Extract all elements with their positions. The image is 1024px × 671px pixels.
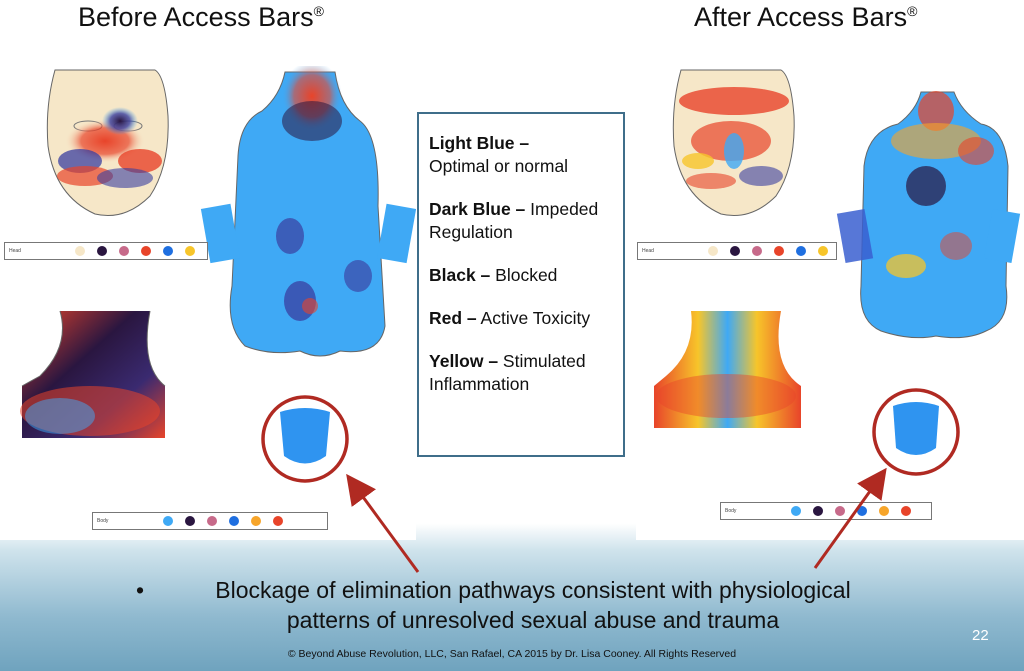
head-scale-after: Head [637,242,837,260]
caption: Blockage of elimination pathways consist… [168,575,898,635]
head-scale-before: Head [4,242,208,260]
legend-light-blue: Light Blue – Optimal or normal [429,132,613,178]
caption-line-2: patterns of unresolved sexual abuse and … [286,607,780,633]
before-panel [0,61,417,540]
body-scale-after: Body [720,502,932,520]
caption-line-1: Blockage of elimination pathways consist… [215,577,851,603]
scale-dot [818,246,828,256]
scale-dot [273,516,283,526]
scale-dot [901,506,911,516]
legend-red: Red – Active Toxicity [429,307,613,330]
scale-dot [163,246,173,256]
neck-diagram [654,311,801,428]
scale-dot [207,516,217,526]
legend-description: Optimal or normal [429,156,569,176]
head-scale-label: Head [642,248,654,254]
scale-dot [251,516,261,526]
title-before: Before Access Bars® [78,2,324,33]
legend-color-name: Yellow – [429,351,499,371]
registered-mark: ® [313,3,324,19]
scale-dot [163,516,173,526]
pelvis-diagram [261,395,349,483]
body-scale-label: Body [725,508,737,514]
scale-dot [229,516,239,526]
scale-dot [119,246,129,256]
body-scale-label: Body [97,518,109,524]
face-diagram [46,69,169,216]
page-number: 22 [972,627,989,644]
scale-dot [796,246,806,256]
head-scale-label: Head [9,248,21,254]
color-legend: Light Blue – Optimal or normal Dark Blue … [417,112,625,457]
scale-dot [879,506,889,516]
scale-dot [857,506,867,516]
title-before-text: Before Access Bars [78,2,314,32]
scale-dot [708,246,718,256]
legend-color-name: Red – [429,308,477,328]
title-after: After Access Bars® [694,2,917,33]
scale-dot [730,246,740,256]
before-figures [20,61,417,483]
legend-description: Blocked [490,265,558,285]
after-panel [636,66,1024,540]
body-scale-before: Body [92,512,328,530]
pelvis-diagram [872,388,960,476]
legend-description: Active Toxicity [476,308,591,328]
scale-dot [813,506,823,516]
copyright-footer: © Beyond Abuse Revolution, LLC, San Rafa… [287,648,737,660]
title-after-text: After Access Bars [694,2,908,32]
scale-dot [97,246,107,256]
legend-dark-blue: Dark Blue – Impeded Regulation [429,198,613,244]
scale-dot [141,246,151,256]
neck-diagram [20,310,166,438]
scale-dot [75,246,85,256]
body-diagram [836,91,1021,339]
registered-mark: ® [907,3,918,19]
scale-dot [185,246,195,256]
caption-bullet: • [136,577,145,603]
scale-dot [774,246,784,256]
after-figures [654,69,1021,476]
legend-color-name: Light Blue – [429,133,530,153]
legend-color-name: Dark Blue – [429,199,526,219]
body-diagram [200,61,417,357]
legend-description: Stimulated Inflammation [429,351,586,394]
arrow-right [813,467,887,569]
face-diagram [672,69,795,216]
legend-description: Impeded Regulation [429,199,599,242]
scale-dot [791,506,801,516]
scale-dot [835,506,845,516]
arrow-left [346,473,420,573]
scale-dot [185,516,195,526]
legend-yellow: Yellow – Stimulated Inflammation [429,350,613,396]
scale-dot [752,246,762,256]
legend-color-name: Black – [429,265,491,285]
legend-black: Black – Blocked [429,264,613,287]
